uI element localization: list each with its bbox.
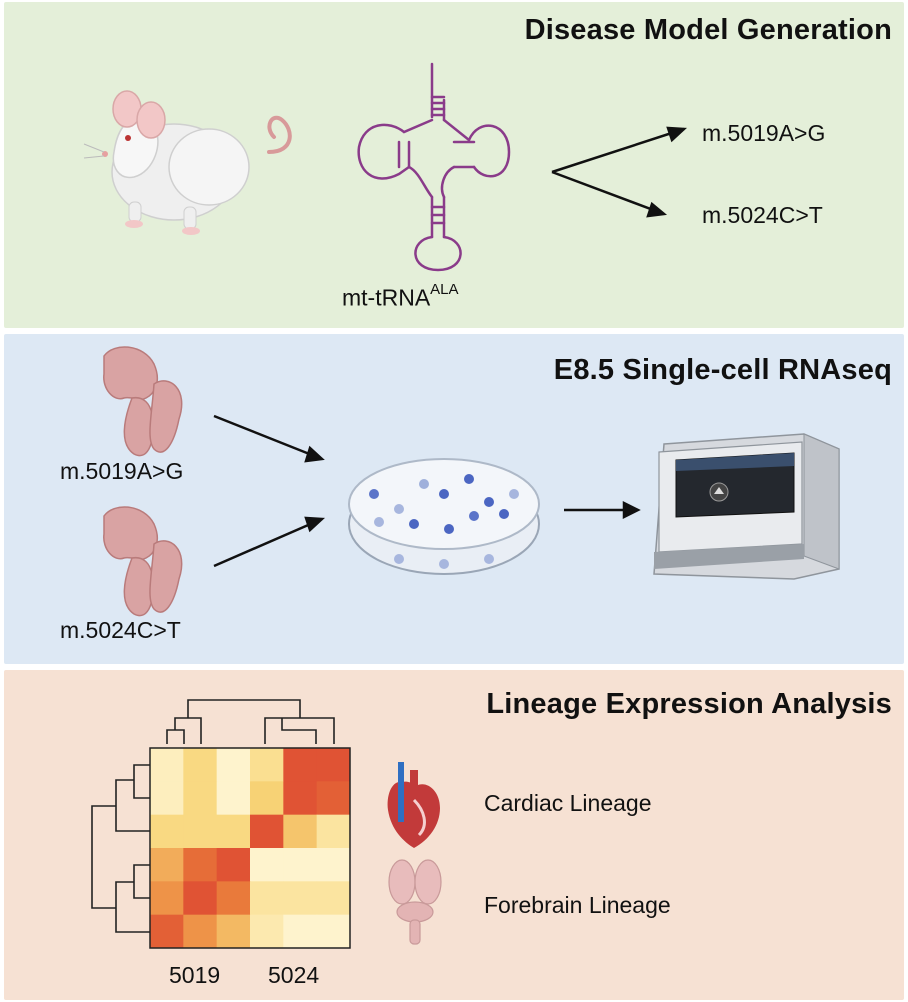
forebrain-lineage-label: Forebrain Lineage — [484, 892, 671, 918]
brain-icon — [388, 859, 442, 945]
heatmap-cell-r5-c0 — [150, 914, 184, 949]
sequencer-machine-icon — [653, 433, 840, 580]
scrnaseq-illustration — [103, 346, 840, 617]
heatmap-cell-r3-c0 — [150, 848, 184, 882]
heatmap-col-label-5024: 5024 — [268, 962, 320, 988]
heatmap-cell-r0-c0 — [150, 748, 184, 782]
heatmap-cell-r1-c2 — [216, 781, 251, 816]
heatmap-cell-r4-c5 — [316, 881, 351, 916]
heatmap-cell-r2-c4 — [283, 814, 318, 849]
heatmap-cell-r4-c1 — [183, 881, 218, 916]
panel-lineage: Lineage Expression Analysis — [4, 670, 904, 1000]
heatmap-cell-r3-c2 — [216, 848, 251, 882]
trna-label-main: mt-tRNA — [342, 284, 431, 311]
heatmap-cell-r5-c5 — [316, 914, 351, 949]
panel-title-disease-model: Disease Model Generation — [524, 14, 892, 46]
mutation-label-5019: m.5019A>G — [702, 120, 826, 146]
heatmap-cell-r3-c5 — [316, 848, 351, 882]
heatmap-cell-r0-c4 — [283, 748, 318, 782]
heatmap-cell-r3-c3 — [250, 848, 284, 882]
heatmap-cell-r3-c4 — [283, 848, 318, 882]
column-dendrogram — [166, 699, 335, 744]
heatmap-cell-r2-c5 — [316, 814, 351, 849]
heatmap-cell-r2-c1 — [183, 814, 218, 849]
heatmap-cell-r1-c3 — [250, 781, 284, 816]
heart-icon — [387, 762, 440, 848]
heatmap-cell-r2-c0 — [150, 814, 184, 849]
heatmap-cell-r3-c1 — [183, 848, 218, 882]
heatmap-border — [149, 747, 351, 949]
heatmap-cell-r4-c4 — [283, 881, 318, 916]
embryo-icon — [103, 506, 183, 617]
heatmap-cell-r0-c5 — [316, 748, 351, 782]
heatmap-cell-r0-c3 — [250, 748, 284, 782]
heatmap-cell-r5-c3 — [250, 914, 284, 949]
trna-cloverleaf-icon — [357, 62, 511, 272]
heatmap-cell-r1-c0 — [150, 781, 184, 816]
heatmap-cell-r5-c1 — [183, 914, 218, 949]
trna-label: mt-tRNAALA — [342, 281, 459, 312]
heatmap-col-label-5019: 5019 — [169, 962, 221, 988]
trna-label-superscript: ALA — [430, 281, 459, 298]
mutation-label-5024: m.5024C>T — [702, 202, 823, 228]
panel-disease-model: Disease Model Generation — [4, 2, 904, 328]
embryo-label-5019: m.5019A>G — [60, 458, 184, 484]
heatmap-cell-r5-c2 — [216, 914, 251, 949]
lineage-illustration — [91, 699, 442, 949]
sequencer-arrow — [564, 500, 641, 520]
split-arrows — [551, 126, 688, 218]
row-dendrogram — [91, 764, 150, 933]
heatmap-cell-r4-c2 — [216, 881, 251, 916]
heatmap-cell-r0-c1 — [183, 748, 218, 782]
heatmap-cell-r4-c3 — [250, 881, 284, 916]
embryo-icon — [103, 346, 183, 457]
heatmap-cell-r1-c5 — [316, 781, 351, 816]
heatmap-cell-r2-c2 — [216, 814, 251, 849]
petri-dish-icon — [348, 458, 540, 575]
panel-title-scrnaseq: E8.5 Single-cell RNAseq — [553, 354, 892, 386]
heatmap-cell-r5-c4 — [283, 914, 318, 949]
cardiac-lineage-label: Cardiac Lineage — [484, 790, 652, 816]
mouse-icon — [83, 90, 292, 235]
converge-arrows — [213, 414, 326, 568]
embryo-label-5024: m.5024C>T — [60, 617, 181, 643]
heatmap-cell-r1-c4 — [283, 781, 318, 816]
heatmap-cell-r0-c2 — [216, 748, 251, 782]
heatmap — [150, 748, 351, 949]
heatmap-cell-r4-c0 — [150, 881, 184, 916]
panel-title-lineage: Lineage Expression Analysis — [486, 688, 892, 720]
heatmap-cell-r1-c1 — [183, 781, 218, 816]
disease-model-illustration — [83, 62, 688, 272]
panel-scrnaseq: E8.5 Single-cell RNAseq — [4, 334, 904, 664]
heatmap-cell-r2-c3 — [250, 814, 284, 849]
